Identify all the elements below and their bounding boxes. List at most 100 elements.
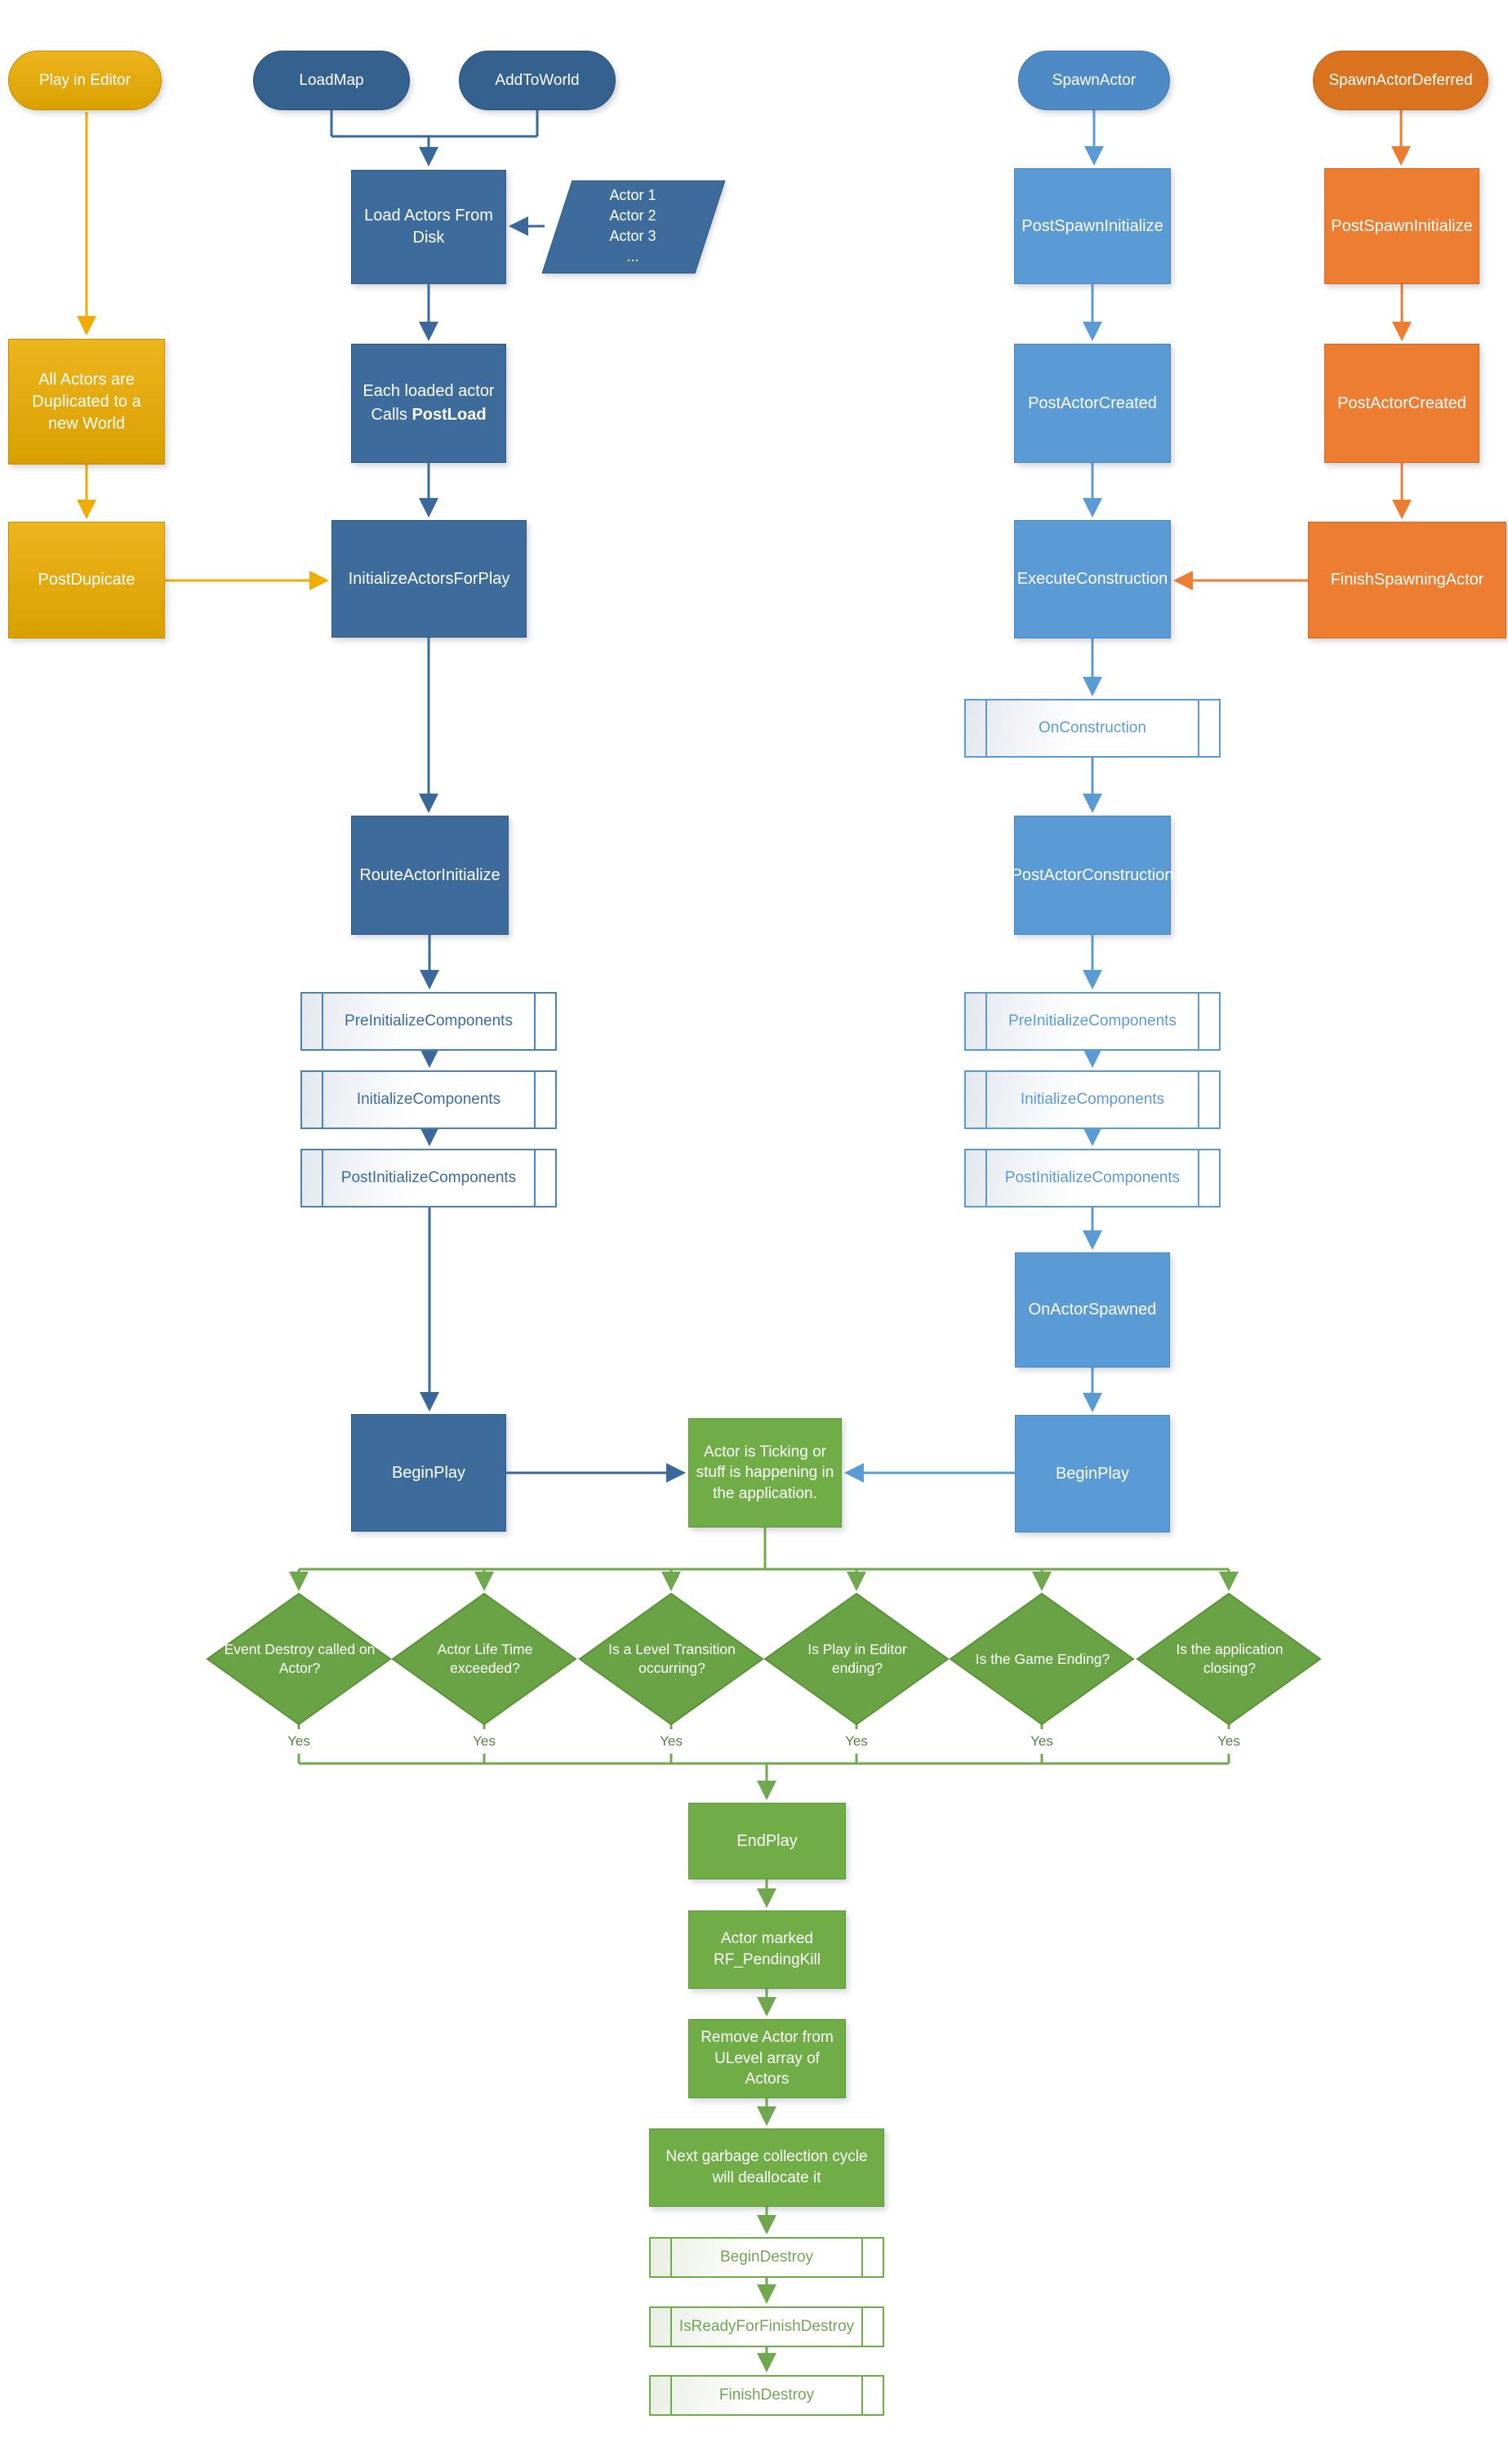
step-post-actor-created-orange: PostActorCreated	[1324, 344, 1479, 463]
orange-connectors	[1173, 110, 1412, 590]
subroutine-pre-initialize-components-left: PreInitializeComponents	[300, 992, 557, 1051]
subroutine-bar	[985, 701, 987, 756]
start-spawn-actor-deferred-label: SpawnActorDeferred	[1328, 71, 1473, 89]
subroutine-pre-initialize-components-left-label: PreInitializeComponents	[345, 1012, 513, 1030]
subroutine-bar	[985, 1072, 987, 1127]
step-remove-actor-from-ulevel: Remove Actor from ULevel array of Actors	[688, 2019, 846, 2098]
step-initialize-actors-for-play: InitializeActorsForPlay	[331, 520, 527, 638]
step-begin-play-left: BeginPlay	[351, 1414, 506, 1532]
subroutine-bar	[670, 2377, 672, 2414]
subroutine-initialize-components-right-label: InitializeComponents	[1020, 1091, 1165, 1109]
decision-game-ending-label: Is the Game Ending?	[975, 1650, 1110, 1667]
decision-lifetime-exceeded: Actor Life Time exceeded?	[409, 1609, 561, 1709]
actor-list-line2: Actor 2	[609, 207, 656, 224]
decision-diamonds	[206, 1592, 1322, 1726]
step-post-spawn-initialize-blue: PostSpawnInitialize	[1014, 168, 1171, 284]
step-execute-construction-label: ExecuteConstruction	[1016, 570, 1168, 588]
subroutine-bar	[534, 1072, 536, 1127]
step-post-actor-created-orange-label: PostActorCreated	[1337, 394, 1466, 412]
green-connectors	[289, 1528, 1239, 2373]
start-spawn-actor-label: SpawnActor	[1052, 71, 1137, 89]
decision-pie-ending: Is Play in Editor ending?	[781, 1609, 933, 1709]
subroutine-bar	[670, 2308, 672, 2346]
subroutine-initialize-components-left: InitializeComponents	[300, 1070, 557, 1129]
decision-level-transition: Is a Level Transition occurring?	[596, 1609, 748, 1709]
step-post-actor-construction: PostActorConstruction	[1011, 816, 1174, 935]
subroutine-bar	[1198, 994, 1199, 1049]
gold-connectors	[77, 112, 329, 590]
step-post-spawn-initialize-orange: PostSpawnInitialize	[1324, 168, 1479, 284]
step-next-gc-deallocate: Next garbage collection cycle will deall…	[649, 2128, 884, 2207]
step-route-actor-initialize-label: RouteActorInitialize	[359, 865, 500, 884]
step-each-loaded-actor-postload: Each loaded actor Calls PostLoad	[351, 344, 506, 463]
step-route-actor-initialize: RouteActorInitialize	[351, 816, 509, 935]
light-blue-connectors	[844, 110, 1104, 1483]
subroutine-pre-initialize-components-right-label: PreInitializeComponents	[1008, 1012, 1177, 1030]
each-loaded-actor-line1: Each loaded actor	[363, 382, 495, 400]
branch-yes-1: Yes	[279, 1729, 318, 1754]
step-actor-marked-pending-kill-label: Actor marked RF_PendingKill	[714, 1930, 821, 1968]
actor-list-line4: ...	[626, 248, 639, 265]
start-add-to-world-label: AddToWorld	[495, 71, 580, 89]
subroutine-bar	[861, 2377, 863, 2414]
start-spawn-actor: SpawnActor	[1018, 51, 1170, 110]
step-post-spawn-initialize-blue-label: PostSpawnInitialize	[1021, 216, 1163, 235]
subroutine-pre-initialize-components-right: PreInitializeComponents	[964, 992, 1221, 1051]
subroutine-bar	[534, 994, 536, 1049]
decision-lifetime-exceeded-label: Actor Life Time exceeded?	[437, 1641, 533, 1676]
subroutine-on-construction-label: OnConstruction	[1038, 719, 1146, 737]
data-actor-list-text: Actor 1 Actor 2 Actor 3 ...	[542, 180, 723, 272]
decision-event-destroy: Event Destroy called on Actor?	[224, 1609, 376, 1709]
step-post-actor-created-blue: PostActorCreated	[1014, 344, 1171, 463]
branch-yes-2-label: Yes	[473, 1733, 496, 1749]
subroutine-is-ready-for-finish-destroy-label: IsReadyForFinishDestroy	[678, 2318, 855, 2336]
subroutine-bar	[1198, 1072, 1199, 1127]
start-play-in-editor-label: Play in Editor	[39, 71, 131, 89]
start-play-in-editor: Play in Editor	[8, 51, 162, 110]
subroutine-on-construction: OnConstruction	[964, 699, 1221, 758]
state-actor-ticking-label: Actor is Ticking or stuff is happening i…	[696, 1443, 834, 1502]
step-remove-actor-from-ulevel-label: Remove Actor from ULevel array of Actors	[701, 2029, 834, 2088]
branch-yes-3-label: Yes	[660, 1733, 683, 1749]
actor-list-line1: Actor 1	[609, 187, 656, 203]
actor-list-line3: Actor 3	[609, 228, 656, 244]
subroutine-bar	[985, 1150, 987, 1206]
subroutine-post-initialize-components-left: PostInitializeComponents	[300, 1149, 557, 1208]
each-loaded-actor-line2: Calls PostLoad	[371, 404, 486, 426]
step-post-actor-construction-label: PostActorConstruction	[1011, 865, 1174, 884]
start-load-map-label: LoadMap	[299, 71, 364, 89]
branch-yes-5-label: Yes	[1030, 1733, 1053, 1749]
step-finish-spawning-actor-label: FinishSpawningActor	[1330, 571, 1484, 589]
branch-yes-6-label: Yes	[1217, 1733, 1240, 1749]
branch-yes-1-label: Yes	[287, 1733, 310, 1749]
subroutine-initialize-components-left-label: InitializeComponents	[356, 1091, 501, 1109]
branch-yes-2: Yes	[465, 1729, 504, 1754]
step-on-actor-spawned: OnActorSpawned	[1015, 1252, 1170, 1368]
subroutine-begin-destroy: BeginDestroy	[649, 2237, 884, 2278]
branch-yes-4: Yes	[837, 1729, 876, 1754]
subroutine-post-initialize-components-left-label: PostInitializeComponents	[340, 1169, 517, 1187]
decision-pie-ending-label: Is Play in Editor ending?	[807, 1641, 907, 1676]
dark-blue-connectors	[330, 110, 686, 1483]
subroutine-finish-destroy-label: FinishDestroy	[718, 2386, 815, 2404]
subroutine-bar	[861, 2308, 863, 2346]
step-on-actor-spawned-label: OnActorSpawned	[1028, 1301, 1157, 1319]
each-loaded-actor-calls: Calls	[371, 406, 407, 424]
subroutine-bar	[534, 1150, 536, 1206]
subroutine-bar	[670, 2239, 672, 2276]
step-next-gc-deallocate-label: Next garbage collection cycle will deall…	[665, 2148, 868, 2186]
step-end-play-label: EndPlay	[736, 1831, 798, 1850]
subroutine-post-initialize-components-right-label: PostInitializeComponents	[1004, 1169, 1181, 1187]
branch-yes-4-label: Yes	[845, 1733, 868, 1749]
step-execute-construction: ExecuteConstruction	[1014, 520, 1171, 638]
branch-yes-3: Yes	[652, 1729, 691, 1754]
step-finish-spawning-actor: FinishSpawningActor	[1308, 522, 1506, 638]
step-begin-play-left-label: BeginPlay	[391, 1463, 466, 1482]
subroutine-begin-destroy-label: BeginDestroy	[719, 2248, 814, 2266]
branch-yes-5: Yes	[1022, 1729, 1061, 1754]
subroutine-is-ready-for-finish-destroy: IsReadyForFinishDestroy	[649, 2306, 884, 2347]
subroutine-bar	[322, 1072, 323, 1127]
subroutine-bar	[1198, 701, 1199, 756]
each-loaded-actor-postload: PostLoad	[411, 406, 487, 424]
